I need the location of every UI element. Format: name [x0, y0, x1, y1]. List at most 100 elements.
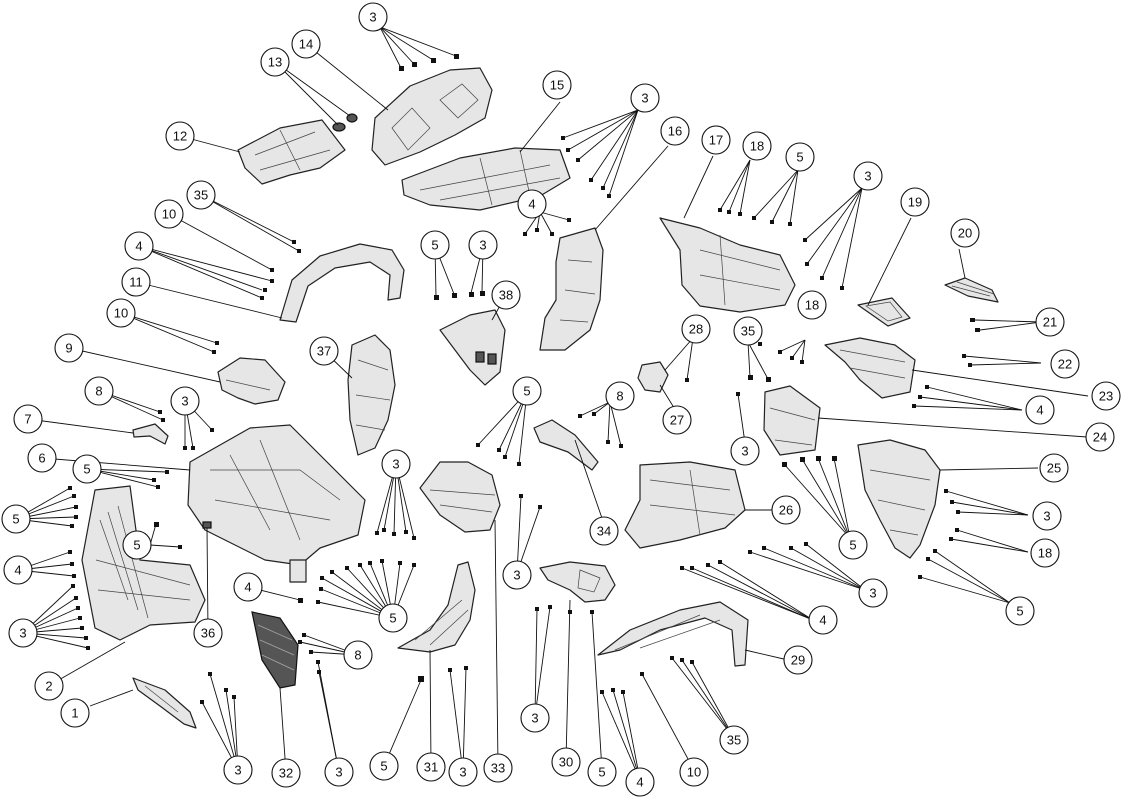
svg-text:35: 35: [741, 324, 755, 339]
part-24-box: [763, 385, 821, 456]
callout-5: 5: [587, 757, 617, 787]
callout-3: 3: [468, 230, 498, 260]
part-17-rear-fender: [659, 217, 796, 313]
svg-text:5: 5: [849, 538, 856, 553]
part-36-small-bracket: [202, 521, 212, 529]
svg-text:3: 3: [869, 586, 876, 601]
svg-text:15: 15: [550, 78, 564, 93]
svg-text:4: 4: [14, 563, 21, 578]
svg-text:3: 3: [741, 444, 748, 459]
svg-text:36: 36: [201, 626, 215, 641]
part-20-small-grille: [944, 277, 999, 303]
svg-text:10: 10: [114, 306, 128, 321]
callout-5: 5: [838, 530, 868, 560]
callout-18: 18: [1030, 538, 1060, 568]
callout-28: 28: [681, 314, 711, 344]
part-27-bracket: [637, 361, 669, 393]
svg-text:8: 8: [95, 384, 102, 399]
svg-text:31: 31: [424, 760, 438, 775]
svg-text:30: 30: [559, 755, 573, 770]
callout-5: 5: [378, 603, 408, 633]
svg-text:5: 5: [83, 462, 90, 477]
callout-12: 12: [165, 121, 195, 151]
callout-1: 1: [60, 698, 90, 728]
part-33-side-panel: [419, 461, 501, 533]
svg-text:33: 33: [491, 761, 505, 776]
svg-text:5: 5: [380, 759, 387, 774]
part-14-rack-panel: [371, 67, 493, 166]
callout-25: 25: [1039, 453, 1069, 483]
callout-3: 3: [324, 757, 354, 787]
callout-4: 4: [808, 605, 838, 635]
part-38-bracket: [439, 309, 506, 386]
callout-5: 5: [512, 376, 542, 406]
callout-38: 38: [491, 280, 521, 310]
part-32-dark-grille: [251, 611, 299, 689]
svg-text:4: 4: [1036, 403, 1043, 418]
callout-5: 5: [72, 454, 102, 484]
svg-text:26: 26: [779, 503, 793, 518]
callout-6: 6: [27, 443, 57, 473]
callout-26: 26: [771, 495, 801, 525]
callout-9: 9: [54, 333, 84, 363]
svg-text:3: 3: [864, 169, 871, 184]
callout-3: 3: [858, 578, 888, 608]
callout-8: 8: [343, 640, 373, 670]
svg-text:35: 35: [727, 733, 741, 748]
svg-text:5: 5: [796, 150, 803, 165]
callout-4: 4: [3, 555, 33, 585]
svg-text:3: 3: [19, 626, 26, 641]
callout-22: 22: [1050, 349, 1080, 379]
part-25-right-side-panel: [857, 439, 941, 559]
callout-32: 32: [271, 758, 301, 788]
svg-text:21: 21: [1043, 315, 1057, 330]
callout-11: 11: [121, 267, 151, 297]
part-13-grommet: [332, 113, 358, 132]
svg-text:20: 20: [958, 226, 972, 241]
callout-36: 36: [193, 618, 223, 648]
callout-33: 33: [483, 753, 513, 783]
svg-text:9: 9: [65, 341, 72, 356]
svg-text:18: 18: [1038, 546, 1052, 561]
callout-3: 3: [853, 161, 883, 191]
svg-text:22: 22: [1058, 357, 1072, 372]
callout-21: 21: [1035, 307, 1065, 337]
part-12-rear-bracket: [237, 119, 346, 185]
callout-3: 3: [448, 757, 478, 787]
callout-3: 3: [223, 755, 253, 785]
svg-text:5: 5: [431, 238, 438, 253]
callout-27: 27: [662, 405, 692, 435]
callout-4: 4: [233, 572, 263, 602]
svg-text:5: 5: [12, 512, 19, 527]
svg-text:3: 3: [335, 765, 342, 780]
part-37-tall-bracket: [347, 334, 396, 456]
svg-text:3: 3: [531, 711, 538, 726]
callout-17: 17: [701, 125, 731, 155]
callout-24: 24: [1085, 422, 1115, 452]
callout-35: 35: [733, 316, 763, 346]
svg-text:5: 5: [598, 765, 605, 780]
callout-18: 18: [742, 131, 772, 161]
svg-text:5: 5: [133, 538, 140, 553]
callout-4: 4: [625, 767, 655, 797]
svg-text:24: 24: [1093, 430, 1107, 445]
svg-text:11: 11: [129, 275, 143, 290]
callout-15: 15: [542, 70, 572, 100]
svg-text:3: 3: [479, 238, 486, 253]
part-9-curved-panel: [217, 357, 286, 405]
svg-text:3: 3: [181, 394, 188, 409]
callout-10: 10: [679, 757, 709, 787]
svg-text:34: 34: [597, 524, 611, 539]
svg-text:3: 3: [392, 457, 399, 472]
callout-29: 29: [783, 645, 813, 675]
svg-text:38: 38: [499, 288, 513, 303]
svg-text:23: 23: [1099, 389, 1113, 404]
callout-13: 13: [260, 47, 290, 77]
callout-3: 3: [381, 449, 411, 479]
svg-text:27: 27: [670, 413, 684, 428]
callout-30: 30: [551, 747, 581, 777]
part-26-footwell: [624, 461, 746, 549]
callout-10: 10: [154, 199, 184, 229]
callout-18: 18: [797, 290, 827, 320]
svg-text:35: 35: [194, 188, 208, 203]
